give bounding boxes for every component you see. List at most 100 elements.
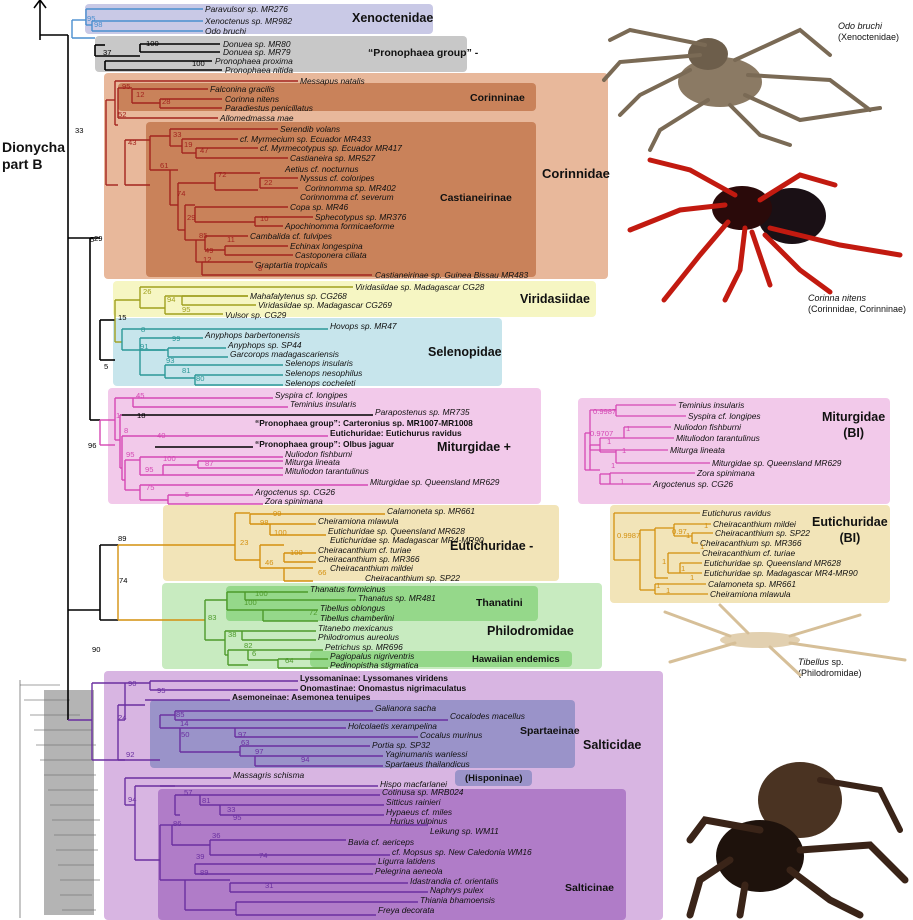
support-value: 10: [260, 214, 268, 223]
corinna-name: Corinna nitens: [808, 293, 867, 303]
support-value: 90: [128, 679, 136, 688]
taxon-falconina-gracilis: Falconina gracilis: [210, 84, 276, 94]
taxon-xenoctenus-sp-mr982: Xenoctenus sp. MR982: [204, 16, 292, 26]
support-value: 40: [157, 431, 165, 440]
taxon-viridasiidae-sp-madagascar-cg28: Viridasiidae sp. Madagascar CG28: [355, 282, 485, 292]
support-value: 100: [163, 454, 176, 463]
taxon-cf-myrmecotypus-sp-ecuador-mr417: cf. Myrmecotypus sp. Ecuador MR417: [260, 143, 402, 153]
taxon-cotinusa-sp-mrb024: Cotinusa sp. MRB024: [382, 787, 464, 797]
support-value: 36: [212, 831, 220, 840]
corinna-nitens-photo: [627, 157, 903, 303]
support-value: 64: [285, 656, 293, 665]
taxon-portia-sp-sp32: Portia sp. SP32: [372, 740, 431, 750]
taxon-cheiramiona-mlawula: Cheiramiona mlawula: [318, 516, 399, 526]
support-value: 45: [136, 391, 144, 400]
taxon-pronophaea-nitida: Pronophaea nitida: [225, 65, 293, 75]
bi-support-value: 0.9987: [617, 531, 640, 540]
support-value: 90: [92, 645, 100, 654]
corinnidae-label: Corinnidae: [542, 166, 610, 181]
bi-support-value: 1: [700, 542, 704, 551]
support-value: 95: [87, 14, 95, 23]
bi-support-value: 1: [666, 586, 670, 595]
bi-support-value: 1: [626, 424, 630, 433]
taxon-syspira-cf-longipes: Syspira cf. longipes: [275, 390, 348, 400]
bi-support-value: 1: [704, 521, 708, 530]
taxon-anyphops-sp-sp44: Anyphops sp. SP44: [227, 340, 302, 350]
salticidae-label: Salticidae: [583, 738, 642, 752]
pronophaea-box: [95, 36, 467, 72]
taxon-pedinopistha-stigmatica: Pedinopistha stigmatica: [330, 660, 419, 670]
corinninae-label: Corinninae: [470, 92, 525, 104]
taxon-cheiracanthium-mildei: Cheiracanthium mildei: [330, 563, 414, 573]
taxon-castianeirinae-sp-guinea-bissau-mr483: Castianeirinae sp. Guinea Bissau MR483: [375, 270, 529, 280]
bi-miturgidae-taxon-1: Syspira cf. longipes: [688, 411, 761, 421]
support-value: 94: [301, 755, 309, 764]
support-value: 63: [241, 738, 249, 747]
taxon-apochinomma-formicaeforme: Apochinomma formicaeforme: [284, 221, 395, 231]
support-value: 74: [119, 576, 127, 585]
selenopidae-label: Selenopidae: [428, 345, 502, 359]
support-value: 75: [146, 483, 154, 492]
bi-eutichuridae-taxon-7: Calamoneta sp. MR661: [708, 579, 796, 589]
support-value: 12: [136, 90, 144, 99]
taxon-tibellus-oblongus: Tibellus oblongus: [320, 603, 386, 613]
support-value: 85: [199, 231, 207, 240]
taxon-viridasiidae-sp-madagascar-cg269: Viridasiidae sp. Madagascar CG269: [258, 300, 392, 310]
taxon-graptartia-tropicalis: Graptartia tropicalis: [255, 260, 328, 270]
taxon-miturga-lineata: Miturga lineata: [285, 457, 340, 467]
viridasiidae-label: Viridasiidae: [520, 292, 590, 306]
thumbnail-tree: [19, 680, 100, 918]
title-line1: Dionycha: [2, 139, 66, 155]
support-value: 93: [166, 356, 174, 365]
taxon-hispo-macfarlanei: Hispo macfarlanei: [380, 779, 448, 789]
taxon-titanebo-mexicanus: Titanebo mexicanus: [318, 623, 394, 633]
tibellus-name: Tibellus: [798, 657, 829, 667]
support-value: 24: [118, 713, 126, 722]
support-value: 97: [238, 730, 246, 739]
taxon-pagiopalus-nigriventris: Pagiopalus nigriventris: [330, 651, 415, 661]
support-value: 61: [160, 161, 168, 170]
taxon-petrichus-sp-mr696: Petrichus sp. MR696: [325, 642, 403, 652]
support-value: 100: [290, 548, 303, 557]
xenoctenidae-label: Xenoctenidae: [352, 11, 434, 25]
tibellus-name-line: Tibellus sp.: [798, 657, 862, 668]
bi-miturgidae-taxon-4: Miturga lineata: [670, 445, 725, 455]
support-value: 95: [182, 305, 190, 314]
taxon-donuea-sp-mr79: Donuea sp. MR79: [223, 47, 291, 57]
taxon-argoctenus-sp-cg26: Argoctenus sp. CG26: [254, 487, 335, 497]
taxon-paradiestus-penicillatus: Paradiestus penicillatus: [225, 103, 314, 113]
corinna-family: (Corinnidae, Corinninae): [808, 304, 907, 314]
taxon-pelegrina-aeneola: Pelegrina aeneola: [375, 866, 443, 876]
taxon-tibellus-chamberlini: Tibellus chamberlini: [320, 613, 395, 623]
tibellus-caption: Tibellus sp. (Philodromidae): [798, 657, 862, 679]
support-value: 11: [227, 235, 235, 244]
taxon-selenops-cocheleti: Selenops cocheleti: [285, 378, 356, 388]
support-value: 91: [140, 342, 148, 351]
hisponinae-label: (Hisponinae): [465, 773, 523, 784]
support-value: 92: [126, 750, 134, 759]
support-value: 81: [182, 366, 190, 375]
bi-eutichuridae-taxon-3: Cheiracanthium sp. MR366: [700, 538, 802, 548]
support-value: 100: [244, 598, 257, 607]
odo-caption: Odo bruchi (Xenoctenidae): [838, 21, 899, 43]
bi-miturgidae-taxon-5: Miturgidae sp. Queensland MR629: [712, 458, 842, 468]
taxon-corinnomma-sp-mr402: Corinnomma sp. MR402: [305, 183, 396, 193]
support-value: 97: [255, 747, 263, 756]
support-value: 99: [172, 334, 180, 343]
taxon-selenops-insularis: Selenops insularis: [285, 358, 354, 368]
support-value: 83: [208, 613, 216, 622]
taxon-massagris-schisma: Massagris schisma: [233, 770, 305, 780]
bi-support-value: 0.97: [672, 527, 687, 536]
taxon-sphecotypus-sp-mr376: Sphecotypus sp. MR376: [315, 212, 407, 222]
support-value: 23: [240, 538, 248, 547]
support-value: 95: [145, 465, 153, 474]
eutichuridae-box: [163, 505, 559, 581]
support-value: 5: [104, 362, 108, 371]
taxon-corinna-nitens: Corinna nitens: [225, 94, 280, 104]
spartaeinae-label: Spartaeinae: [520, 725, 580, 737]
support-value: 72: [309, 608, 317, 617]
bi-eutichuridae-taxon-8: Cheiramiona mlawula: [710, 589, 791, 599]
bi-support-value: 1: [662, 557, 666, 566]
support-value: 57: [184, 788, 192, 797]
